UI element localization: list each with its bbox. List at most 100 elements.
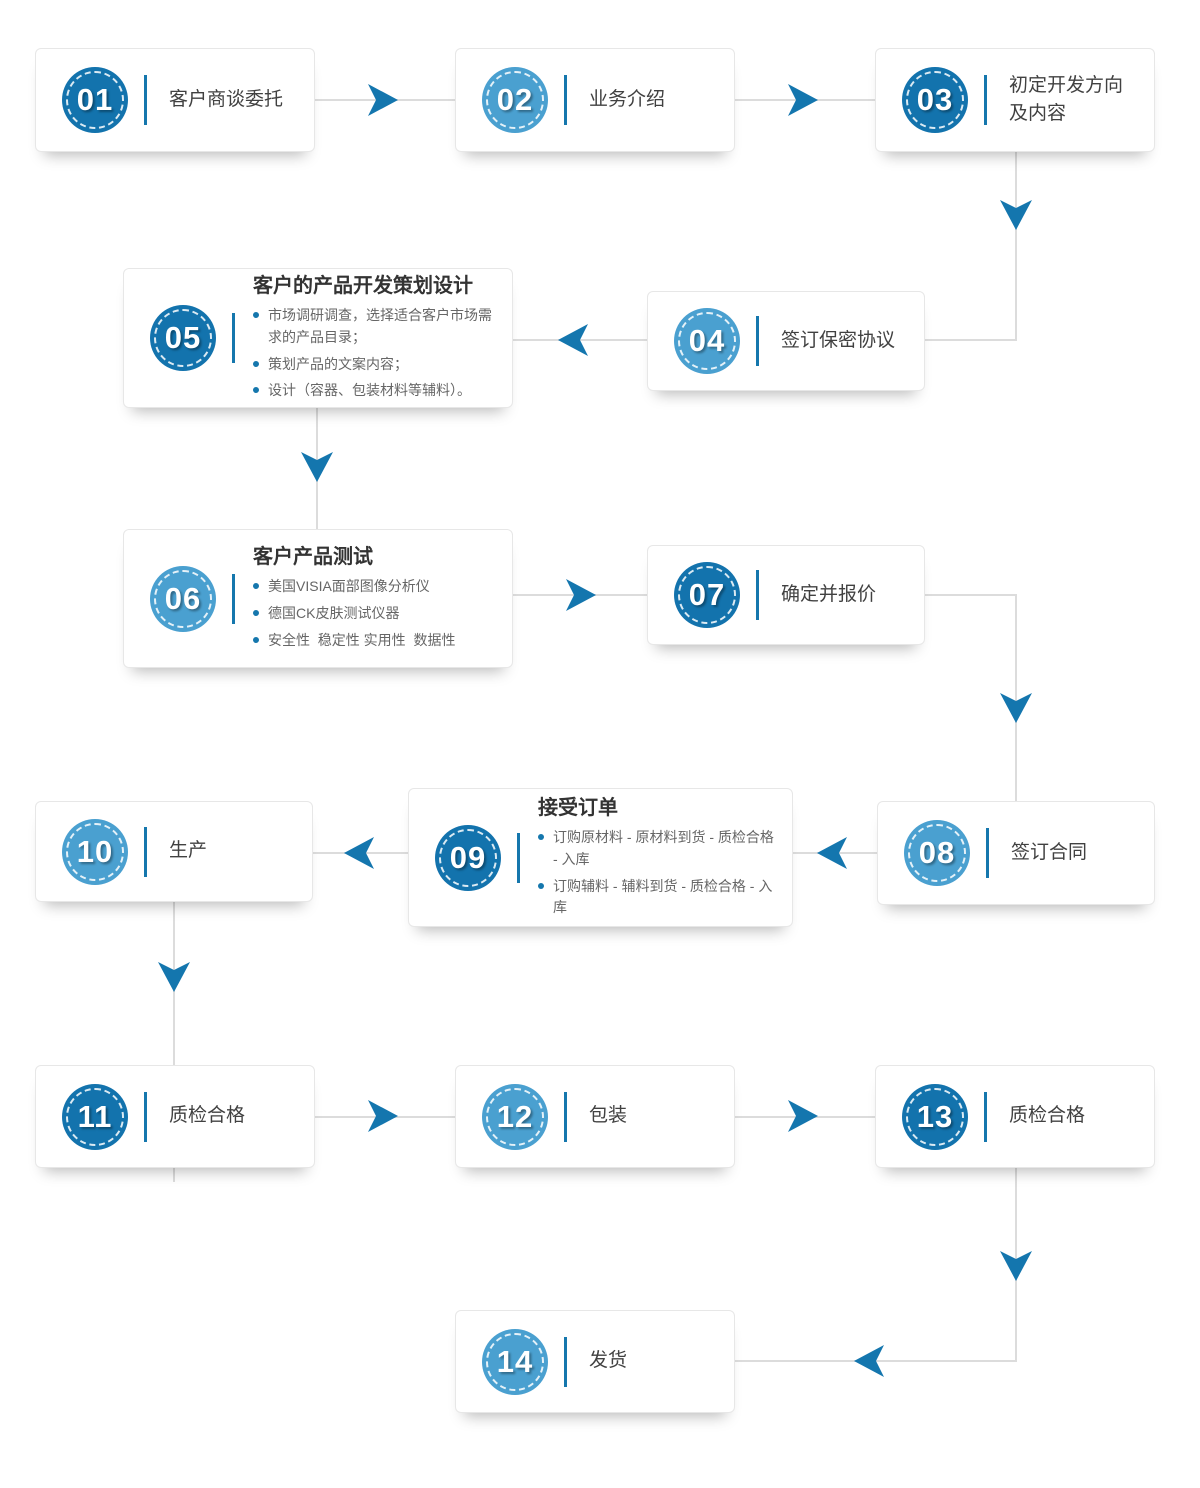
step-10-label: 生产 xyxy=(169,840,208,862)
step-card-07: 07 确定并报价 xyxy=(647,545,925,645)
step-04-number: 04 xyxy=(688,323,726,358)
step-card-02: 02 业务介绍 xyxy=(455,48,735,152)
step-07-label: 确定并报价 xyxy=(781,583,877,605)
step-11-number: 11 xyxy=(77,1098,113,1134)
step-03-label: 初定开发方向及内容 xyxy=(1009,74,1124,125)
step-card-03: 03 初定开发方向及内容 xyxy=(875,48,1155,152)
bullet-text: 订购原材料 - 原材料到货 - 质检合格 - 入库 xyxy=(553,829,778,867)
step-13-label: 质检合格 xyxy=(1009,1105,1086,1127)
divider-line xyxy=(984,75,987,125)
step-11-badge: 11 xyxy=(62,1083,128,1150)
bullet-dot-icon xyxy=(253,387,259,394)
step-03-badge: 03 xyxy=(902,67,968,133)
step-05-number: 05 xyxy=(164,320,202,355)
step-01-number: 01 xyxy=(76,82,114,117)
step-05-bullets: 市场调研调查，选择适合客户市场需求的产品目录； 策划产品的文案内容； 设计（容器… xyxy=(253,305,500,402)
step-06-number: 06 xyxy=(164,580,202,616)
bullet-item: 安全性 稳定性 实用性 数据性 xyxy=(253,630,500,652)
step-card-04: 04 签订保密协议 xyxy=(647,291,925,391)
step-card-01: 01 客户商谈委托 xyxy=(35,48,315,152)
arrow-right-icon xyxy=(788,1100,818,1132)
step-card-08: 08 签订合同 xyxy=(877,801,1155,905)
arrow-right-icon xyxy=(368,84,398,116)
arrow-left-icon xyxy=(344,837,374,869)
divider-line xyxy=(144,75,147,125)
arrow-down-icon xyxy=(158,962,190,992)
step-07-badge: 07 xyxy=(674,562,740,628)
bullet-text: 市场调研调查，选择适合客户市场需求的产品目录； xyxy=(268,307,492,345)
step-14-badge: 14 xyxy=(482,1328,548,1395)
bullet-item: 德国CK皮肤测试仪器 xyxy=(253,603,500,625)
step-13-badge: 13 xyxy=(902,1083,968,1150)
divider-line xyxy=(232,313,235,363)
divider-line xyxy=(756,570,759,620)
bullet-dot-icon xyxy=(253,636,259,643)
step-card-11: 11 质检合格 xyxy=(35,1065,315,1168)
bullet-item: 订购辅料 - 辅料到货 - 质检合格 - 入库 xyxy=(538,876,780,919)
divider-line xyxy=(564,75,567,125)
arrow-right-icon xyxy=(788,84,818,116)
divider-line xyxy=(144,1091,147,1142)
step-04-label: 签订保密协议 xyxy=(781,329,896,351)
divider-line xyxy=(984,1091,987,1142)
step-08-number: 08 xyxy=(918,835,956,870)
step-04-badge: 04 xyxy=(674,308,740,374)
divider-line xyxy=(144,826,147,877)
bullet-item: 设计（容器、包装材料等辅料）。 xyxy=(253,380,500,402)
bullet-dot-icon xyxy=(253,312,259,319)
arrow-down-icon xyxy=(1000,693,1032,723)
arrow-left-icon xyxy=(854,1345,884,1377)
bullet-text: 德国CK皮肤测试仪器 xyxy=(268,605,400,622)
connector-line xyxy=(925,594,1017,596)
step-card-10: 10 生产 xyxy=(35,801,313,902)
step-card-05: 05 客户的产品开发策划设计 市场调研调查，选择适合客户市场需求的产品目录； 策… xyxy=(123,268,513,408)
step-09-badge: 09 xyxy=(435,824,501,891)
arrow-down-icon xyxy=(1000,200,1032,230)
step-10-number: 10 xyxy=(76,833,114,869)
step-card-09: 09 接受订单 订购原材料 - 原材料到货 - 质检合格 - 入库 订购辅料 -… xyxy=(408,788,793,927)
step-13-number: 13 xyxy=(916,1098,954,1134)
bullet-item: 美国VISIA面部图像分析仪 xyxy=(253,576,500,598)
step-card-06: 06 客户产品测试 美国VISIA面部图像分析仪 德国CK皮肤测试仪器 安全性 … xyxy=(123,529,513,668)
step-05-badge: 05 xyxy=(150,305,216,371)
step-06-badge: 06 xyxy=(150,565,216,632)
arrow-down-icon xyxy=(301,452,333,482)
step-06-bullets: 美国VISIA面部图像分析仪 德国CK皮肤测试仪器 安全性 稳定性 实用性 数据… xyxy=(253,576,500,651)
divider-line xyxy=(986,828,989,878)
connector-stub xyxy=(173,1168,175,1182)
step-01-label: 客户商谈委托 xyxy=(169,88,284,110)
arrow-left-icon xyxy=(558,324,588,356)
bullet-text: 订购辅料 - 辅料到货 - 质检合格 - 入库 xyxy=(553,877,773,916)
step-09-number: 09 xyxy=(449,839,487,875)
step-card-12: 12 包装 xyxy=(455,1065,735,1168)
bullet-item: 策划产品的文案内容； xyxy=(253,354,500,376)
divider-line xyxy=(517,832,520,883)
step-09-title: 接受订单 xyxy=(538,797,618,820)
divider-line xyxy=(564,1336,567,1387)
connector-line xyxy=(1015,594,1017,801)
step-card-14: 14 发货 xyxy=(455,1310,735,1413)
bullet-text: 安全性 稳定性 实用性 数据性 xyxy=(268,631,456,648)
step-06-content: 客户产品测试 美国VISIA面部图像分析仪 德国CK皮肤测试仪器 安全性 稳定性… xyxy=(253,528,512,668)
arrow-left-icon xyxy=(817,837,847,869)
step-02-label: 业务介绍 xyxy=(589,88,666,110)
bullet-text: 设计（容器、包装材料等辅料）。 xyxy=(268,382,471,399)
arrow-right-icon xyxy=(566,579,596,611)
step-02-number: 02 xyxy=(496,82,534,117)
bullet-dot-icon xyxy=(253,583,259,590)
step-14-number: 14 xyxy=(496,1343,534,1379)
step-12-label: 包装 xyxy=(589,1105,628,1127)
step-02-badge: 02 xyxy=(482,67,548,133)
step-07-number: 07 xyxy=(688,577,726,612)
arrow-down-icon xyxy=(1000,1251,1032,1281)
divider-line xyxy=(232,573,235,624)
step-10-badge: 10 xyxy=(62,818,128,885)
connector-line xyxy=(925,339,1017,341)
bullet-dot-icon xyxy=(538,882,544,889)
step-03-number: 03 xyxy=(916,82,954,117)
bullet-dot-icon xyxy=(538,834,544,841)
arrow-right-icon xyxy=(368,1100,398,1132)
bullet-dot-icon xyxy=(253,610,259,617)
step-06-title: 客户产品测试 xyxy=(253,546,373,569)
